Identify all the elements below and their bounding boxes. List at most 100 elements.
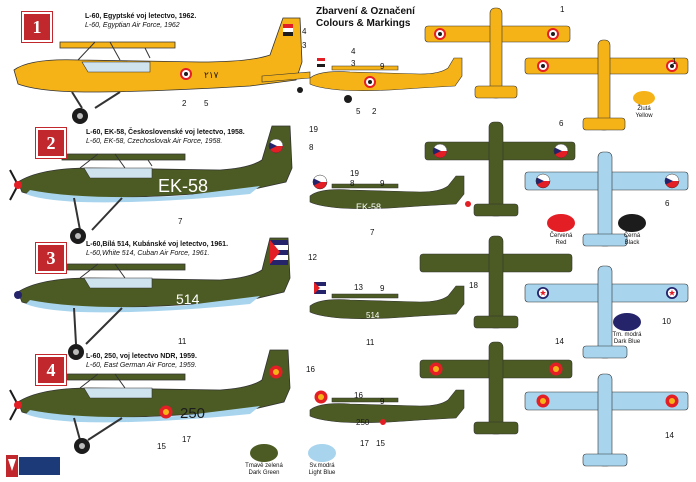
callout: 11	[366, 338, 375, 347]
callout: 9	[380, 397, 385, 406]
heading-cz: Zbarvení & Označení	[316, 6, 415, 17]
callout: 14	[665, 431, 674, 440]
caption-1-cz: L-60, Egyptské voj letectvo, 1962.	[85, 13, 197, 20]
callout: 9	[380, 62, 385, 71]
callout: 16	[306, 365, 315, 374]
swatch-dark-green-cz: Tmavě zelená	[245, 463, 283, 469]
caption-3: L-60,Bílá 514, Kubánské voj letectvo, 19…	[86, 240, 228, 258]
caption-4: L-60, 250, voj letectvo NDR, 1959. L-60,…	[86, 352, 197, 370]
profile-1-side: ٢١٧	[13, 17, 311, 124]
swatch-label-dark-green: Tmavě zelená Dark Green	[234, 463, 294, 477]
scheme-number-2: 2	[36, 128, 66, 158]
scheme-number-4: 4	[36, 355, 66, 385]
profile-4-side: 250	[9, 349, 291, 454]
swatch-label-light-blue: Sv.modrá Light Blue	[292, 463, 352, 477]
caption-3-en: L-60,White 514, Cuban Air Force, 1961.	[86, 250, 210, 257]
callout: 4	[302, 27, 307, 36]
profile-4-small: 250	[309, 389, 465, 427]
caption-4-en: L-60, East German Air Force, 1959.	[86, 362, 197, 369]
profile-2-bottom	[524, 151, 689, 247]
swatch-light-blue-cz: Sv.modrá	[309, 463, 335, 469]
callout: 11	[178, 337, 187, 346]
swatch-red-cz: Červená	[549, 233, 573, 239]
heading-en: Colours & Markings	[316, 18, 411, 29]
callout: 1	[560, 5, 565, 14]
swatch-label-red: Červená Red	[531, 233, 591, 247]
profile-3-small: 514	[309, 282, 465, 320]
profile-1-small	[309, 57, 463, 103]
profile-3-bottom	[524, 265, 689, 359]
callout: 18	[469, 281, 478, 290]
profile-2-small: EK-58	[309, 174, 471, 212]
caption-4-cz: L-60, 250, voj letectvo NDR, 1959.	[86, 353, 197, 360]
callout: 9	[380, 179, 385, 188]
callout: 12	[308, 253, 317, 262]
swatch-label-black: Černá Black	[602, 233, 662, 247]
caption-2-en: L-60, EK-58, Czechoslovak Air Force, 195…	[86, 138, 223, 145]
profile-2-top	[424, 121, 576, 217]
callout: 7	[370, 228, 375, 237]
caption-2: L-60, EK-58, Československé voj letectvo…	[86, 128, 245, 146]
swatch-dark-blue-en: Dark Blue	[613, 339, 641, 345]
callout: 2	[372, 107, 377, 116]
swatch-yellow	[633, 91, 655, 105]
callout: 15	[376, 439, 385, 448]
callout: 5	[356, 107, 361, 116]
scheme-number-3: 3	[36, 243, 66, 273]
caption-2-cz: L-60, EK-58, Československé voj letectvo…	[86, 129, 245, 136]
callout: 19	[350, 169, 359, 178]
code-514-small: 514	[366, 311, 380, 320]
callout: 5	[204, 99, 209, 108]
callout: 14	[555, 337, 564, 346]
callout: 3	[351, 59, 356, 68]
caption-1-en: L-60, Egyptian Air Force, 1962	[85, 22, 180, 29]
swatch-light-blue-en: Light Blue	[308, 470, 336, 476]
profile-3-top	[419, 235, 573, 329]
color-swatches	[250, 91, 655, 462]
swatch-yellow-en: Yellow	[635, 113, 653, 119]
caption-1: L-60, Egyptské voj letectvo, 1962. L-60,…	[85, 12, 196, 30]
callout: 10	[662, 317, 671, 326]
code-ek58-small: EK-58	[356, 202, 381, 212]
swatch-black-cz: Černá	[623, 233, 641, 239]
callout: 17	[182, 435, 191, 444]
kovozavody-logo	[6, 455, 60, 477]
callout: 1	[672, 57, 677, 66]
swatch-label-yellow: Žlutá Yellow	[614, 106, 674, 120]
swatch-dark-blue-cz: Tm. modrá	[612, 332, 642, 338]
callout: 4	[351, 47, 356, 56]
profile-4-top	[419, 341, 573, 435]
swatch-light-blue	[308, 444, 336, 462]
callout: 2	[182, 99, 187, 108]
egypt-fin-number: ٢١٧	[204, 71, 219, 81]
code-514: 514	[176, 291, 200, 307]
profile-1-bottom	[524, 39, 689, 131]
callout: 6	[559, 119, 564, 128]
callout: 8	[309, 143, 314, 152]
callout: 16	[354, 391, 363, 400]
profile-3-side: 514	[14, 237, 291, 360]
profile-1-top	[424, 7, 571, 99]
profile-2-side: EK-58	[9, 125, 293, 244]
callout: 8	[350, 179, 355, 188]
callout: 17	[360, 439, 369, 448]
swatch-label-dark-blue: Tm. modrá Dark Blue	[597, 332, 657, 346]
swatch-yellow-cz: Žlutá	[637, 106, 651, 112]
code-250: 250	[180, 405, 205, 422]
code-ek58: EK-58	[158, 176, 208, 196]
swatch-dark-green-en: Dark Green	[248, 470, 280, 476]
caption-3-cz: L-60,Bílá 514, Kubánské voj letectvo, 19…	[86, 241, 229, 248]
callout: 13	[354, 283, 363, 292]
callout: 3	[302, 41, 307, 50]
page-heading: Zbarvení & Označení Colours & Markings	[316, 6, 415, 30]
swatch-red-en: Red	[555, 240, 567, 246]
callout: 19	[309, 125, 318, 134]
callout: 7	[178, 217, 183, 226]
swatch-black	[618, 214, 646, 232]
swatch-dark-green	[250, 444, 278, 462]
profile-4-bottom	[524, 373, 689, 467]
swatch-black-en: Black	[624, 240, 640, 246]
code-250-small: 250	[356, 418, 370, 427]
callout: 9	[380, 284, 385, 293]
